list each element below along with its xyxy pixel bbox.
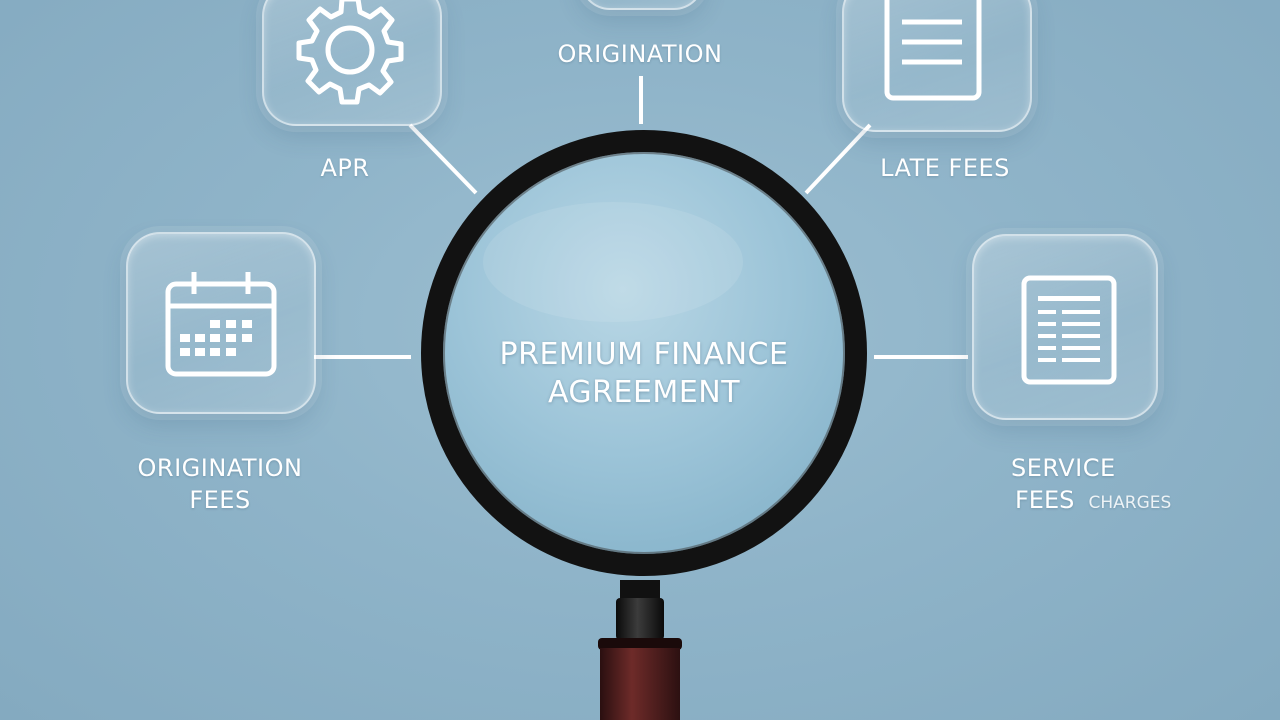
label-left-line1: ORIGINATION — [137, 454, 303, 482]
calendar-tile — [126, 232, 316, 414]
document-tile — [842, 0, 1032, 132]
calendar-icon — [165, 272, 277, 377]
label-top-right: LATE FEES — [880, 154, 1010, 182]
label-left: ORIGINATION FEES — [110, 452, 330, 516]
magnifier-handle — [598, 580, 682, 720]
label-left-line2: FEES — [189, 486, 251, 514]
center-title-line1: PREMIUM FINANCE — [499, 337, 789, 372]
label-right: SERVICE FEES CHARGES — [985, 452, 1175, 519]
label-right-line1: SERVICE — [1011, 454, 1116, 482]
gear-tile — [262, 0, 442, 126]
label-top: ORIGINATION — [557, 40, 723, 68]
label-right-line2-wrap: FEES CHARGES — [985, 484, 1175, 519]
invoice-icon — [1021, 275, 1117, 385]
document-icon — [884, 0, 982, 101]
label-right-suffix: CHARGES — [1088, 493, 1172, 513]
label-right-line2: FEES — [1015, 486, 1075, 514]
center-title: PREMIUM FINANCE AGREEMENT — [413, 336, 875, 412]
label-top-left: APR — [320, 154, 370, 182]
invoice-tile — [972, 234, 1158, 420]
magnifying-glass — [413, 122, 875, 584]
magnifier-icon — [421, 130, 867, 576]
connector-top-left — [408, 123, 478, 195]
gear-icon — [296, 0, 404, 105]
center-title-line2: AGREEMENT — [547, 375, 741, 410]
connector-top-right — [804, 123, 872, 195]
